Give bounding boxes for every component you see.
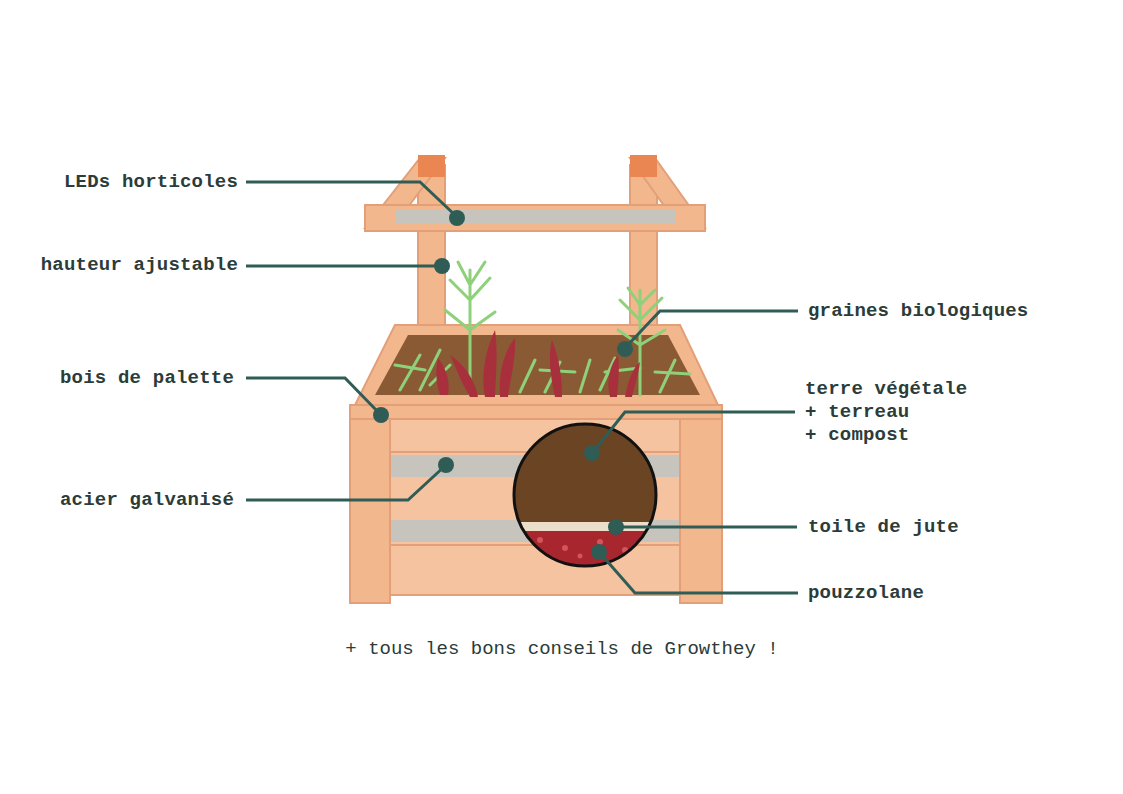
callout-label: acier galvanisé (60, 489, 234, 512)
caption: + tous les bons conseils de Growthey ! (345, 638, 778, 661)
callout-label: terre végétale + terreau + compost (805, 378, 967, 447)
callout-label: pouzzolane (808, 582, 924, 605)
callout-label: toile de jute (808, 516, 959, 539)
label-line: + terreau (805, 401, 967, 424)
callout-label: graines biologiques (808, 300, 1028, 323)
callout-label: bois de palette (60, 367, 234, 390)
label-line: + compost (805, 424, 967, 447)
label-line: terre végétale (805, 378, 967, 401)
leader-lines (246, 182, 798, 593)
callout-label: LEDs horticoles (64, 171, 238, 194)
callout-label: hauteur ajustable (41, 254, 238, 277)
